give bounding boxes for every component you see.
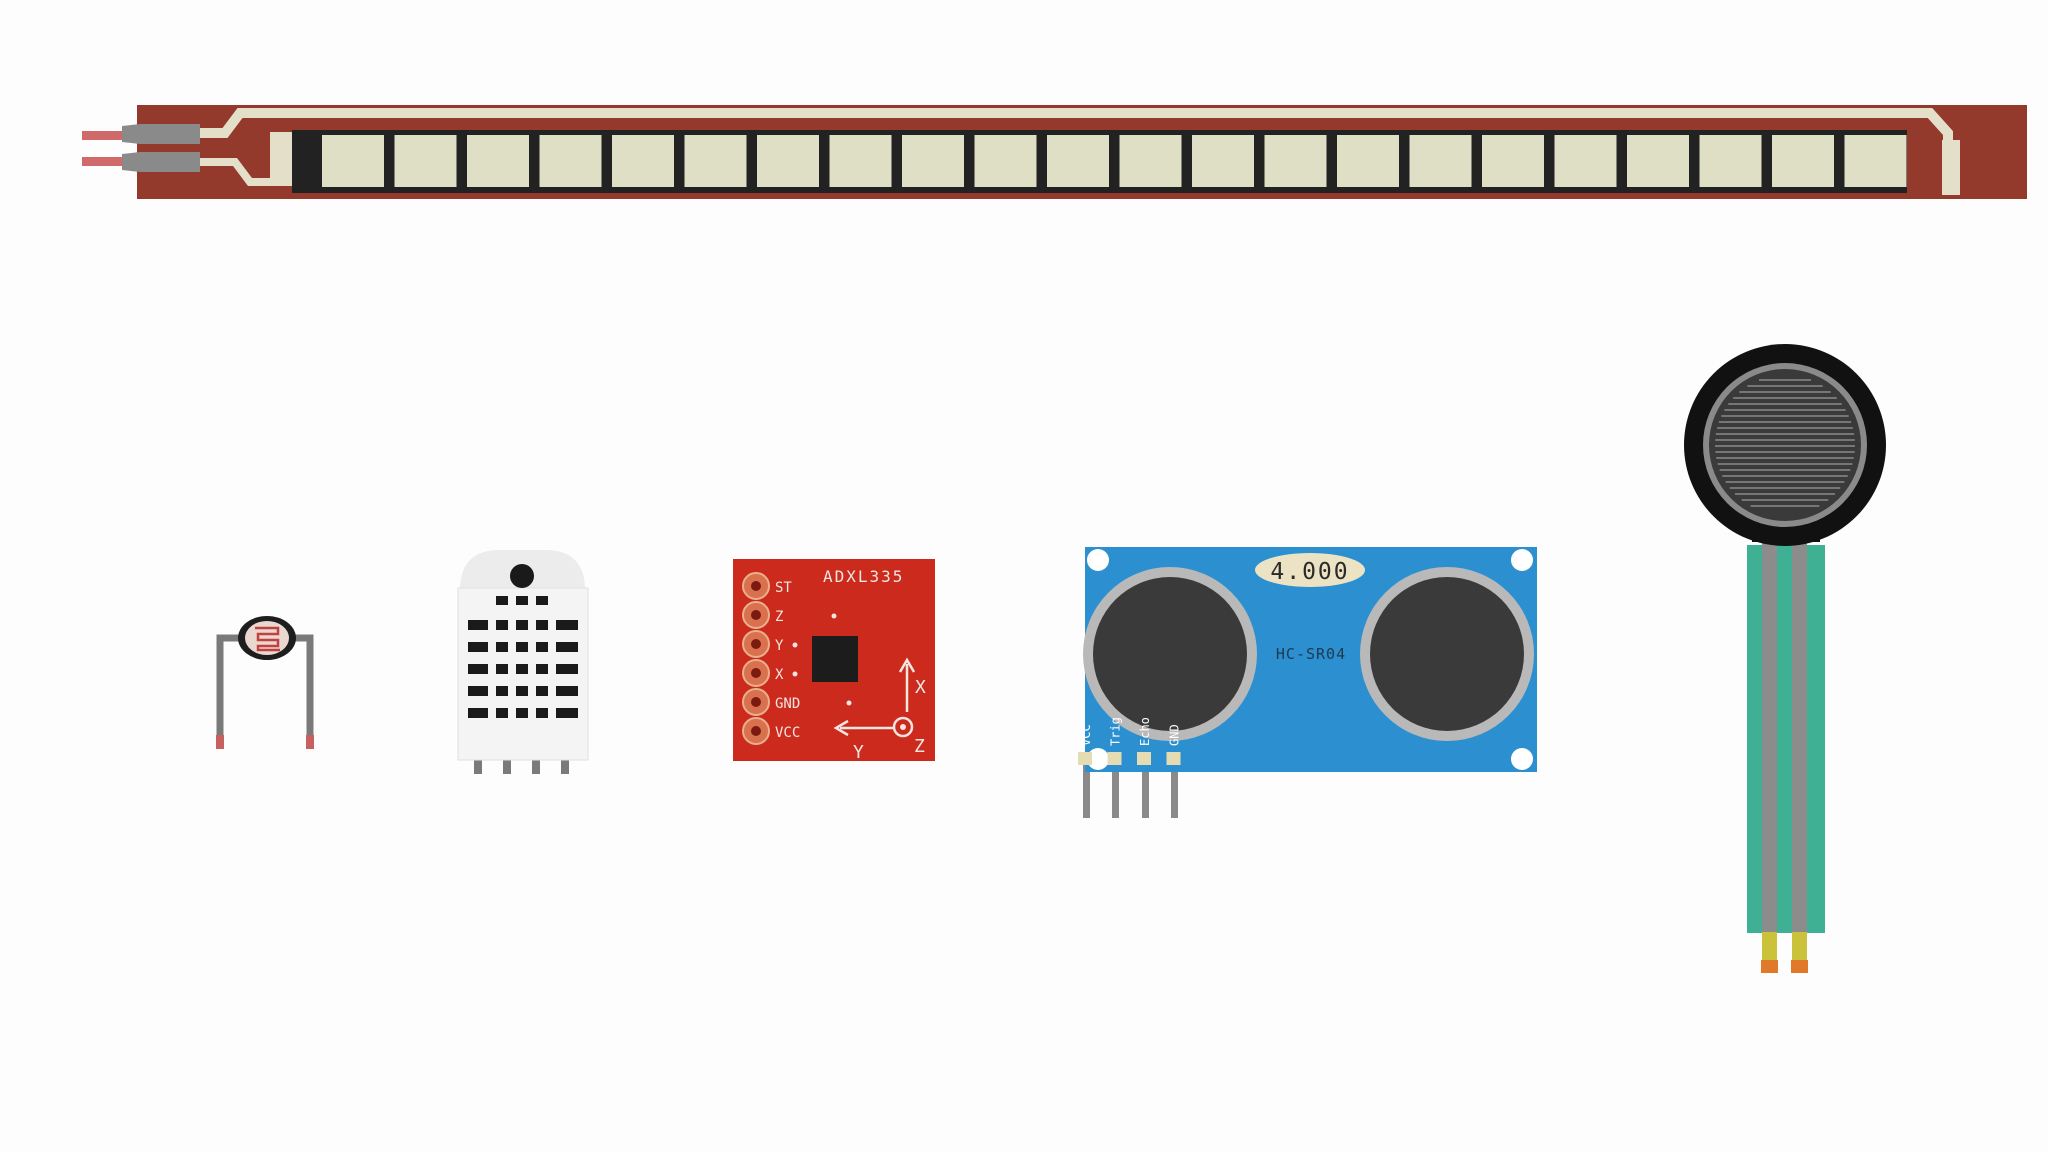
dht-vent: [516, 686, 528, 696]
dht-vent: [468, 708, 488, 718]
dht-vent: [496, 642, 508, 652]
dht-vent: [496, 708, 508, 718]
flex-pad: [1772, 135, 1834, 187]
dht-vent: [556, 708, 578, 718]
adxl-chip: [812, 636, 858, 682]
flex-pad: [394, 135, 457, 187]
dht-vent: [536, 708, 548, 718]
flex-pad: [757, 135, 819, 187]
dht-vent: [468, 620, 488, 630]
dht-vent: [468, 664, 488, 674]
dht-hole: [510, 564, 534, 588]
dht-vent: [496, 664, 508, 674]
flex-pad: [1482, 135, 1544, 187]
hcsr04-pin-pad: [1078, 752, 1092, 765]
flex-pad: [1119, 135, 1182, 187]
flex-pad: [322, 135, 384, 187]
flex-pad: [612, 135, 674, 187]
adxl-pin-label: Z: [775, 609, 783, 625]
adxl-pin-label: ST: [775, 580, 792, 596]
flex-pad: [829, 135, 892, 187]
force-sensitive-resistor: [1684, 344, 1886, 973]
flex-pad: [902, 135, 964, 187]
adxl-axis-y-label: Y: [853, 742, 864, 763]
dht-vent: [468, 642, 488, 652]
adxl-pins: ST ZYX GND VCC: [742, 572, 800, 745]
hcsr04-pin-pad: [1107, 752, 1122, 765]
adxl-pin-label: GND: [775, 696, 800, 712]
dht-grille: [468, 596, 578, 718]
flex-pad: [974, 135, 1037, 187]
flex-pad: [1409, 135, 1472, 187]
fsr-trace-left: [1762, 525, 1777, 935]
ldr-lead-right: [286, 634, 314, 740]
fsr-trace-right: [1792, 525, 1807, 935]
dht-vent: [556, 686, 578, 696]
dht-vent: [536, 596, 548, 605]
flex-pad: [1192, 135, 1254, 187]
dht-vent: [516, 642, 528, 652]
adxl-axis-z-label: Z: [914, 736, 925, 757]
dht-vent: [496, 596, 508, 605]
dht-vent: [556, 620, 578, 630]
hcsr04-pin-labels: VCC Trig Echo GND: [1078, 717, 1182, 765]
fsr-lead-left: [1761, 960, 1778, 973]
fsr-tail: [1747, 545, 1825, 933]
dht-vent: [556, 664, 578, 674]
flex-pad: [1337, 135, 1399, 187]
flex-pad: [1627, 135, 1689, 187]
flex-crimp-bottom: [122, 152, 200, 172]
photoresistor: [216, 616, 314, 749]
dht-vent: [536, 620, 548, 630]
adxl-pin-label: VCC: [775, 725, 800, 741]
hcsr04-pin-label: GND: [1168, 724, 1182, 746]
flex-pad: [539, 135, 602, 187]
flex-lead-top: [82, 131, 122, 140]
dht-vent: [496, 686, 508, 696]
flex-sensor: [82, 105, 2027, 199]
flex-pad: [1264, 135, 1327, 187]
ldr-track: [255, 626, 280, 652]
flex-crimp-top: [122, 124, 200, 144]
dht-vent: [536, 686, 548, 696]
flex-pad: [1047, 135, 1109, 187]
dht-vent: [516, 620, 528, 630]
flex-pad: [1699, 135, 1762, 187]
flex-lead-bottom: [82, 157, 122, 166]
flex-pads: [322, 135, 1907, 187]
flex-pad: [467, 135, 529, 187]
fsr-lead-right: [1791, 960, 1808, 973]
hcsr04-pin-pad: [1166, 752, 1181, 765]
dht-vent: [496, 620, 508, 630]
flex-pad: [684, 135, 747, 187]
hcsr04-crystal: [1255, 553, 1365, 587]
hcsr04-pin-pad: [1137, 752, 1151, 765]
adxl-title: ADXL335: [823, 567, 904, 586]
adxl-axis-z-marker: [892, 716, 914, 738]
fsr-pattern: [1715, 379, 1855, 507]
flex-pad: [1844, 135, 1907, 187]
hcsr04-pin-label: Echo: [1138, 717, 1152, 746]
dht-vent: [556, 642, 578, 652]
hcsr04-model-label: HC-SR04: [1276, 645, 1346, 663]
dht-vent: [536, 664, 548, 674]
dht-vent: [516, 596, 528, 605]
hc-sr04-ultrasonic-sensor: 4.000 HC-SR04 VCC Trig Echo GND: [1078, 547, 1537, 818]
dht-vent: [468, 686, 488, 696]
dht22-sensor: [457, 550, 589, 774]
dht-vent: [536, 642, 548, 652]
flex-pad: [1554, 135, 1617, 187]
dht-vent: [516, 708, 528, 718]
adxl-pin-label: X: [775, 667, 784, 683]
hcsr04-pin-label: Trig: [1109, 717, 1123, 746]
adxl-axis-x-label: X: [915, 677, 926, 698]
adxl-pin-label: Y: [775, 638, 784, 654]
hcsr04-crystal-label: 4.000: [1270, 559, 1349, 585]
dht-vent: [516, 664, 528, 674]
hcsr04-pin-label: VCC: [1079, 724, 1093, 746]
